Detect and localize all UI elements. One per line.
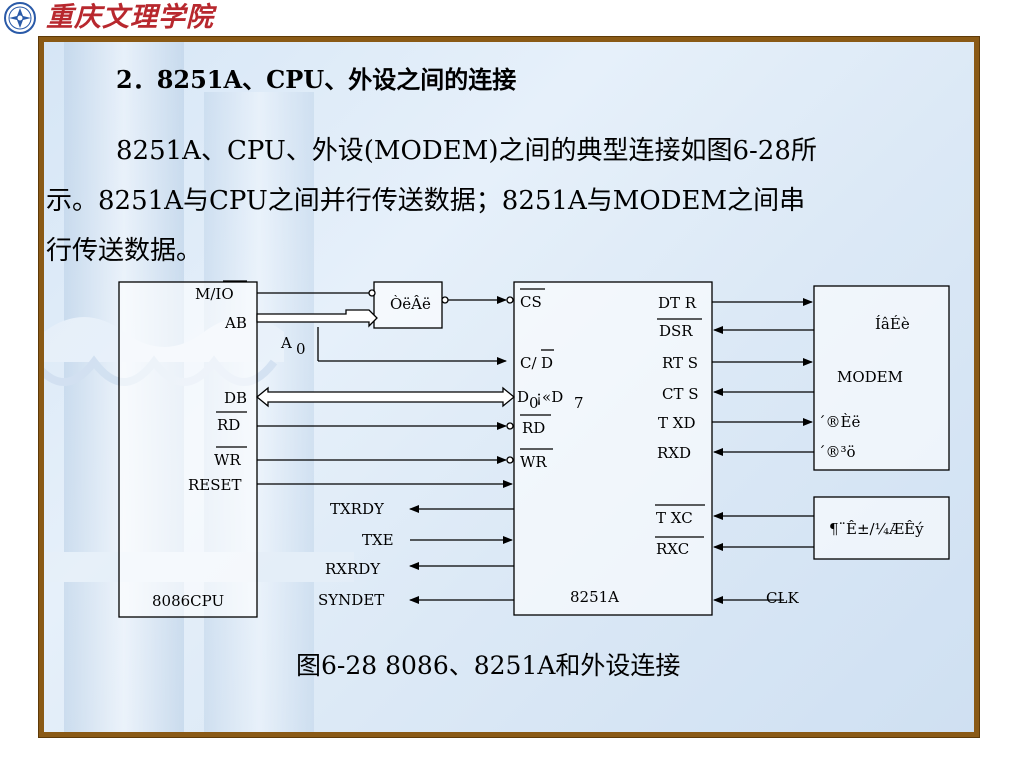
usart-pin-cs: CS xyxy=(520,293,542,311)
a0-subscript: 0 xyxy=(296,340,306,358)
cpu-box xyxy=(118,281,258,618)
cpu-pin-ab: AB xyxy=(224,314,247,332)
usart-pin-txc: T XC xyxy=(656,509,693,527)
cpu-pin-wr: WR xyxy=(214,451,241,469)
usart-pin-rts: RT S xyxy=(662,354,698,372)
usart-pin-d-sub0: 0 xyxy=(529,394,539,412)
signal-rxrdy: RXRDY xyxy=(325,560,381,578)
usart-pin-d: D xyxy=(517,388,529,406)
usart-pin-cd-d: D xyxy=(541,354,553,372)
modem-signal-out: ´®³ö xyxy=(818,443,856,461)
body-text-line-1: 8251A、CPU、外设(MODEM)之间的典型连接如图6-28所 xyxy=(116,136,817,166)
usart-name: 8251A xyxy=(570,588,619,606)
usart-pin-d-mid: ¡«D xyxy=(536,388,563,406)
usart-pin-cd-c: C/ xyxy=(520,354,537,372)
school-logo-icon xyxy=(4,2,36,34)
usart-pin-rd: RD xyxy=(522,419,545,437)
cpu-pin-mio: M/IO xyxy=(195,285,234,303)
clock-box xyxy=(813,496,950,560)
body-text-line-2: 示。8251A与CPU之间并行传送数据；8251A与MODEM之间串 xyxy=(46,186,806,216)
modem-name: MODEM xyxy=(837,368,903,386)
decoder-label: ÒëÂë xyxy=(390,295,431,313)
usart-pin-rxc: RXC xyxy=(656,540,689,558)
modem-signal-in: ´®Èë xyxy=(818,413,860,431)
cpu-name: 8086CPU xyxy=(152,592,224,610)
usart-pin-wr: WR xyxy=(520,453,547,471)
usart-pin-rxd: RXD xyxy=(657,444,691,462)
cpu-pin-reset: RESET xyxy=(188,476,241,494)
slide-header: 重庆文理学院 xyxy=(0,0,1024,36)
signal-txrdy: TXRDY xyxy=(330,500,385,518)
figure-caption: 图6-28 8086、8251A和外设连接 xyxy=(296,651,681,680)
connection-diagram: M/IO AB DB RD WR RESET 8086CPU ÒëÂë A 0 … xyxy=(118,280,950,618)
modem-top-label: ÍâÉè xyxy=(875,315,910,333)
cpu-pin-rd: RD xyxy=(217,416,240,434)
signal-clk: CLK xyxy=(766,589,799,607)
signal-syndet: SYNDET xyxy=(318,591,384,609)
usart-pin-dtr: DT R xyxy=(658,294,697,312)
signal-txe: TXE xyxy=(362,531,394,549)
body-text-line-3: 行传送数据。 xyxy=(46,236,203,266)
usart-pin-txd: T XD xyxy=(658,414,695,432)
cpu-pin-db: DB xyxy=(224,389,247,407)
clock-box-label: ¶¨Ê±/¼ÆÊý xyxy=(829,520,924,538)
modem-box xyxy=(813,285,950,471)
slide-heading: 2．8251A、CPU、外设之间的连接 xyxy=(116,65,517,94)
usart-pin-cts: CT S xyxy=(662,385,699,403)
school-name: 重庆文理学院 xyxy=(46,2,214,33)
usart-pin-d-sub7: 7 xyxy=(574,394,584,412)
a0-label: A xyxy=(280,334,292,352)
slide-content: 2．8251A、CPU、外设之间的连接 8251A、CPU、外设(MODEM)之… xyxy=(44,42,974,732)
decoder-box xyxy=(373,281,443,329)
usart-pin-dsr: DSR xyxy=(659,322,693,340)
